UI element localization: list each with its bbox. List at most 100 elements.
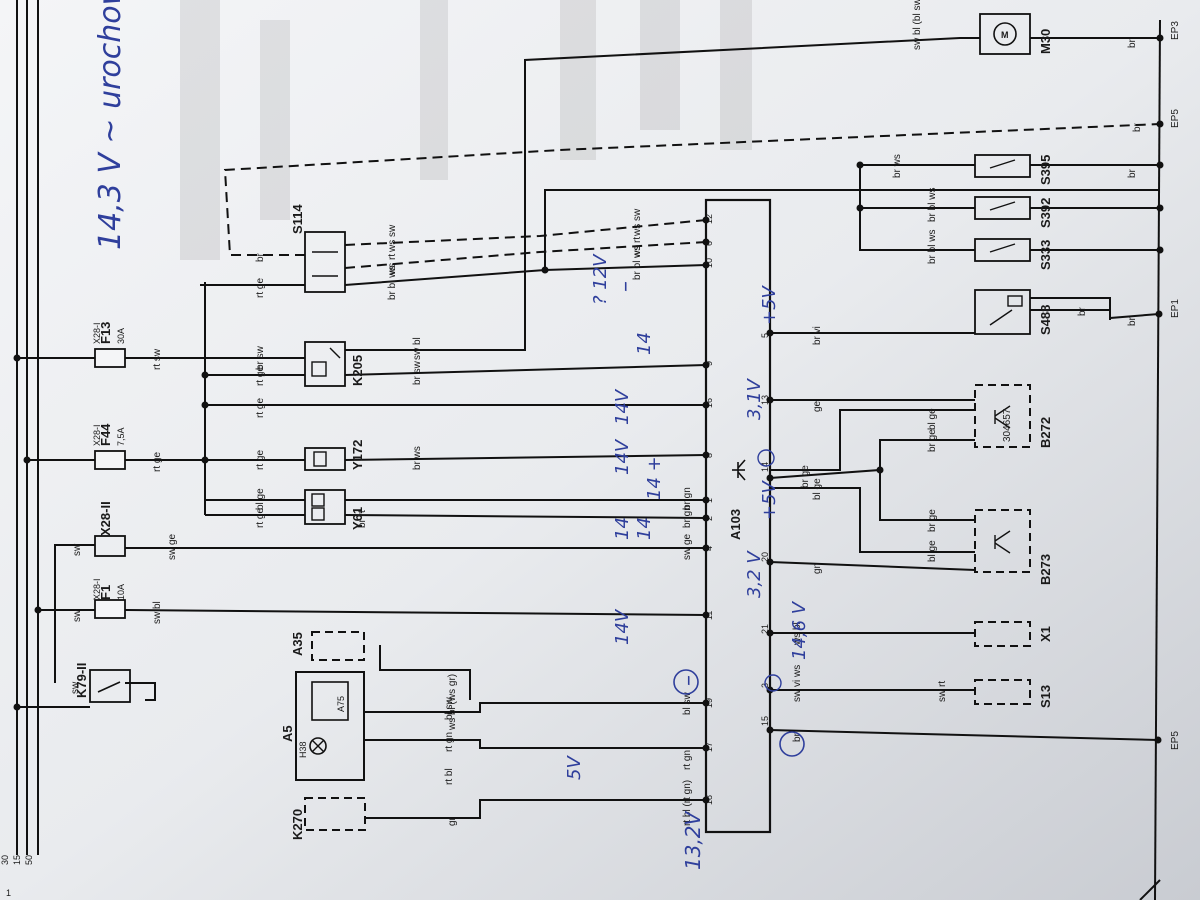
wire-label: br bl ws	[632, 246, 643, 280]
note-14-b: 14	[634, 517, 655, 540]
note-14-6v: 14,6 V	[789, 600, 810, 660]
f13-rating: 30A	[116, 328, 126, 344]
note-12v: ? 12V	[590, 253, 611, 305]
rail-label-50: 50	[24, 855, 34, 865]
f13-name: F13	[98, 322, 113, 344]
pin-13: 13	[760, 395, 770, 405]
wire-label: ws bl (ws gr)	[447, 674, 458, 731]
note-plus5v-b: +5V	[759, 284, 780, 325]
a103-label: A103	[728, 509, 743, 540]
s395-switch: S395	[974, 154, 1053, 185]
motor-icon	[993, 22, 1017, 46]
wire-label: ws rt	[387, 254, 398, 276]
s114-label: S114	[290, 204, 305, 234]
circled-minus-a	[673, 669, 699, 695]
b272-label: B272	[1038, 417, 1053, 448]
y61-valve: Y61	[304, 489, 365, 530]
wire-label: sw rt	[937, 681, 948, 702]
b273-label: B273	[1038, 554, 1053, 585]
k79-relay: K79-II	[74, 663, 131, 703]
wire-label: sw bl	[412, 337, 423, 360]
wire-label: br rt	[357, 510, 368, 528]
rail-label-15: 15	[12, 855, 22, 865]
ground-point-ep5-bottom: EP5	[1170, 731, 1181, 750]
wire-label: rt ge	[255, 450, 266, 470]
note-14-c: 14	[634, 332, 655, 355]
svg-text:M: M	[1001, 30, 1009, 40]
s333-switch: S333	[974, 238, 1053, 270]
wire-label: bl ge	[255, 488, 266, 510]
note-5v: 5V	[564, 755, 585, 780]
wire-label: ws rt	[632, 237, 643, 259]
wire-label: sw vi ws	[792, 665, 803, 702]
wire-label: br	[1127, 168, 1138, 178]
wire-label: br ws	[892, 154, 903, 178]
note-3-2v: 3,2 V	[744, 550, 765, 598]
k79-label: K79-II	[74, 663, 89, 698]
wire-label: sw	[72, 609, 83, 622]
f1-name: F1	[98, 585, 113, 600]
f44-rating: 7,5A	[116, 427, 126, 446]
y172-valve: Y172	[304, 440, 365, 471]
wire-label: br	[255, 252, 266, 262]
wire-label: br ws	[412, 446, 423, 470]
ground-point-ep5-top: EP5	[1170, 109, 1181, 128]
wire-label: rt sw	[152, 348, 163, 370]
wire-label: br vi	[812, 326, 823, 345]
circled-mark-a	[764, 674, 782, 692]
f44-fuse: X28-I F44 7,5A	[92, 423, 126, 470]
m30-motor: M M30	[979, 13, 1053, 55]
pin-5: 5	[760, 333, 770, 338]
f13-code: X28-I	[92, 322, 102, 344]
ground-point-ep3: EP3	[1170, 21, 1181, 40]
s488-switch: S488	[974, 289, 1053, 335]
handwritten-header: 14,3 V ~ urochow	[93, 0, 128, 250]
wires	[17, 37, 1160, 819]
wire-label: bl sw	[682, 691, 693, 715]
wire-label: rt ge	[255, 398, 266, 418]
wire-label: rt gn	[444, 732, 455, 752]
wire-label: br	[1127, 38, 1138, 48]
wire-label: ws sw	[632, 208, 643, 237]
note-14v-c: 14V	[612, 388, 633, 425]
a5-label: A5	[280, 725, 295, 742]
note-14-a: 14	[612, 517, 633, 540]
rail-label-30: 30	[0, 855, 10, 865]
s333-label: S333	[1038, 240, 1053, 270]
note-14v-b: 14V	[612, 438, 633, 475]
pin-21: 21	[760, 624, 770, 634]
b272-sensor: B272	[974, 384, 1053, 448]
wire-label: br sw	[412, 360, 423, 385]
wire-label: br	[1077, 306, 1088, 316]
h38-lamp-icon	[309, 737, 327, 755]
x28-label: X28-II	[98, 501, 113, 536]
note-plus5v-a: +5V	[759, 479, 780, 520]
circled-minus-b	[779, 731, 805, 757]
h38-label: H38	[298, 741, 308, 758]
s488-label: S488	[1038, 305, 1053, 335]
f44-name: F44	[98, 423, 113, 446]
wire-label: br bl ws	[387, 266, 398, 300]
wire-label: rt ge	[255, 508, 266, 528]
wire-label: bl ge	[927, 408, 938, 430]
wire-label: br ge	[927, 429, 938, 452]
s392-label: S392	[1038, 198, 1053, 228]
wire-label: sw ge	[682, 533, 693, 560]
wire-label: br	[792, 732, 803, 742]
wire-label: rt bl (rt gn)	[682, 780, 693, 826]
pin-10: 10	[704, 258, 714, 268]
k270-label: K270	[290, 809, 305, 840]
wire-label: gr	[447, 816, 458, 826]
wire-label: rt gn	[682, 750, 693, 770]
wire-label: br gn	[682, 505, 693, 528]
edge-label: 1	[6, 888, 11, 898]
diagram-number: 304657	[1002, 408, 1013, 442]
wire-label: br gn	[682, 487, 693, 510]
wire-label: sw bl	[152, 601, 163, 624]
f1-rating: 10A	[116, 584, 126, 600]
wire-label: br ge	[927, 509, 938, 532]
a103-transistor-symbol	[732, 459, 746, 481]
note-14v-a: 14V	[612, 608, 633, 645]
wire-label: rt ge	[255, 278, 266, 298]
